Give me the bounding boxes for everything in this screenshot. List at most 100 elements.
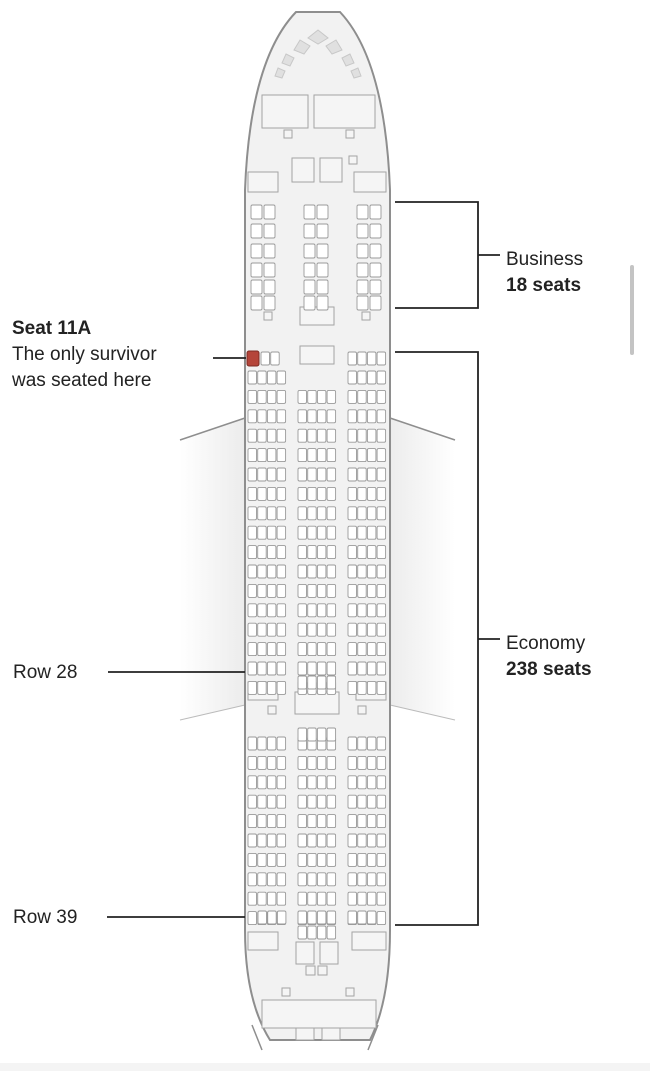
economy-seat [316, 428, 327, 443]
economy-seat [326, 925, 337, 940]
economy-seat [376, 351, 387, 366]
economy-seat [376, 794, 387, 809]
economy-seat [247, 428, 257, 443]
economy-seat [366, 814, 377, 829]
business-seat [250, 204, 263, 220]
business-seat [356, 243, 369, 259]
economy-seat [347, 409, 357, 424]
economy-seat [316, 675, 327, 690]
economy-seat [366, 755, 377, 770]
economy-seat [366, 910, 377, 925]
economy-seat [357, 525, 367, 540]
economy-seat [357, 506, 367, 521]
economy-seat [347, 910, 357, 925]
economy-seat [247, 467, 257, 482]
economy-seat [267, 910, 277, 925]
economy-seat [307, 872, 317, 887]
economy-seat [297, 448, 307, 463]
economy-seat [307, 525, 317, 540]
economy-seat [376, 642, 387, 657]
economy-seat [366, 389, 377, 404]
economy-seat [366, 661, 377, 676]
economy-seat [307, 814, 317, 829]
business-cabin-name: Business [506, 249, 584, 270]
economy-seat [257, 448, 267, 463]
economy-seat [247, 794, 257, 809]
economy-seat [357, 351, 367, 366]
economy-seat [297, 675, 307, 690]
economy-seat [357, 486, 367, 501]
seat-11a-highlight [246, 350, 260, 367]
business-cabin-label: Business 18 seats [506, 247, 583, 299]
business-seat [316, 279, 329, 295]
business-seat [303, 243, 316, 259]
economy-seat [307, 564, 317, 579]
economy-seat [357, 564, 367, 579]
economy-seat [366, 852, 377, 867]
economy-seat [270, 351, 280, 366]
business-seat [250, 223, 263, 239]
economy-seat [247, 409, 257, 424]
business-seat [250, 279, 263, 295]
business-seat [303, 223, 316, 239]
business-seat [356, 295, 369, 311]
economy-seat [347, 583, 357, 598]
economy-seat [276, 680, 287, 695]
economy-seat [297, 814, 307, 829]
economy-seat [257, 506, 267, 521]
economy-seat [366, 583, 377, 598]
economy-seat [316, 467, 327, 482]
economy-seat [307, 727, 317, 742]
economy-seat [316, 389, 327, 404]
economy-seat [297, 583, 307, 598]
economy-seat [257, 794, 267, 809]
economy-seat [247, 583, 257, 598]
economy-seat [376, 852, 387, 867]
economy-seat [297, 603, 307, 618]
economy-seat [357, 389, 367, 404]
scrollbar-thumb[interactable] [630, 265, 634, 355]
economy-seat [347, 736, 357, 751]
economy-seat [266, 680, 277, 695]
economy-seat [257, 736, 267, 751]
economy-seat [307, 675, 317, 690]
seat-11a-caption-line2: was seated here [12, 370, 152, 391]
economy-seat [366, 525, 377, 540]
economy-seat [357, 814, 367, 829]
economy-seat [366, 736, 377, 751]
economy-seat [276, 389, 287, 404]
economy-seat [326, 389, 337, 404]
economy-seat [376, 775, 387, 790]
business-seat [356, 204, 369, 220]
economy-seat [297, 525, 307, 540]
economy-seat [366, 622, 377, 637]
economy-seat [376, 661, 387, 676]
business-seat [316, 295, 329, 311]
economy-seat [347, 564, 357, 579]
economy-seat [276, 409, 287, 424]
economy-seat [297, 642, 307, 657]
economy-seat [276, 661, 287, 676]
economy-seat [366, 370, 377, 385]
economy-seat [357, 545, 367, 560]
economy-seat [326, 603, 337, 618]
economy-seat [347, 351, 357, 366]
economy-seat [316, 925, 327, 940]
economy-seat [376, 680, 387, 695]
economy-seat [307, 925, 317, 940]
economy-seat [257, 775, 267, 790]
economy-seat [257, 389, 267, 404]
bottom-divider [0, 1063, 650, 1071]
galleys-and-lavatories [247, 94, 387, 1041]
economy-seat [326, 545, 337, 560]
economy-seat [297, 506, 307, 521]
business-seat [356, 262, 369, 278]
economy-seat [247, 872, 257, 887]
economy-seat [247, 680, 257, 695]
economy-seat [326, 852, 337, 867]
economy-seat [357, 736, 367, 751]
economy-seat [307, 409, 317, 424]
business-seat [250, 262, 263, 278]
economy-seat [326, 755, 337, 770]
